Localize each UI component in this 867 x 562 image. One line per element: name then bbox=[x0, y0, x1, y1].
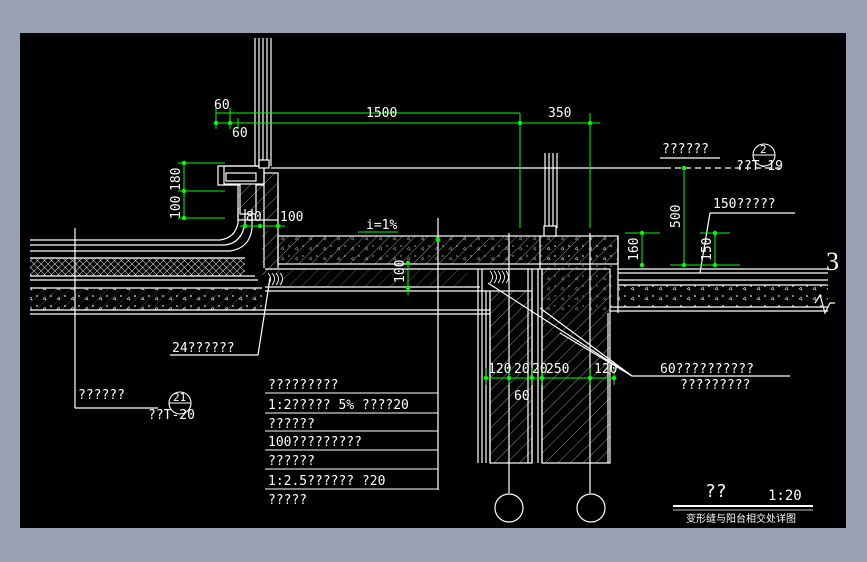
right-leader-line1: 60?????????? bbox=[660, 362, 754, 377]
label-150: 150????? bbox=[713, 197, 776, 212]
bottom-left-text: ?????? bbox=[78, 388, 125, 403]
structure bbox=[30, 38, 835, 523]
title-block: ?? 1:20 变形缝与阳台相交处详图 bbox=[673, 481, 813, 525]
layer-item: ????????? bbox=[268, 378, 338, 393]
dim-100-vertical: 100 bbox=[393, 260, 408, 283]
waterproof-arcs bbox=[267, 270, 509, 286]
dim-80: 80 bbox=[246, 210, 262, 225]
section-number: 3 bbox=[826, 247, 839, 276]
drawing-scale: 1:20 bbox=[768, 488, 802, 504]
left-insulation bbox=[30, 258, 245, 276]
layer-item: ?????? bbox=[268, 454, 315, 469]
drawing-title: ?? bbox=[705, 481, 727, 502]
layer-item: 100????????? bbox=[268, 435, 362, 450]
dim-180-left: 180 bbox=[169, 168, 184, 191]
dim-60-top: 60 bbox=[214, 98, 230, 113]
dim-150: 150 bbox=[700, 238, 715, 261]
dim-1500: 1500 bbox=[366, 106, 397, 121]
dim-20a: 20 bbox=[514, 362, 530, 377]
ref-number-top-right: 2 bbox=[760, 143, 767, 156]
drawing-subtitle: 变形缝与阳台相交处详图 bbox=[686, 512, 796, 525]
dim-250: 250 bbox=[546, 362, 569, 377]
dim-350: 350 bbox=[548, 106, 571, 121]
right-leader-line2: ????????? bbox=[680, 378, 750, 393]
ref-sheet-bottom-left: ??T-20 bbox=[148, 408, 195, 423]
axis-bubble-left bbox=[494, 493, 524, 523]
top-right-text: ?????? bbox=[662, 142, 709, 157]
axis-bubble-right bbox=[576, 493, 606, 523]
dim-500: 500 bbox=[669, 205, 684, 228]
drawing-canvas: 60 60 1500 350 100 180 80 100 i=1% 100 5… bbox=[20, 33, 846, 528]
dim-120a: 120 bbox=[488, 362, 511, 377]
dim-60-col: 60 bbox=[514, 389, 530, 404]
dim-100-horiz: 100 bbox=[280, 210, 303, 225]
layer-item: ?????? bbox=[268, 417, 315, 432]
layer-item: ????? bbox=[268, 493, 307, 508]
dimension-ticks bbox=[181, 120, 718, 381]
ref-sheet-top-right: ??T-19 bbox=[736, 159, 783, 174]
dim-20b: 20 bbox=[532, 362, 548, 377]
left-column bbox=[489, 290, 533, 464]
layer-list bbox=[265, 392, 438, 490]
cad-detail-drawing: 60 60 1500 350 100 180 80 100 i=1% 100 5… bbox=[30, 38, 839, 525]
dim-slope: i=1% bbox=[366, 218, 397, 233]
layer-item: 1:2????? 5% ????20 bbox=[268, 398, 409, 413]
dim-100-left: 100 bbox=[169, 196, 184, 219]
layer-item: 1:2.5?????? ?20 bbox=[268, 474, 385, 489]
dim-120b: 120 bbox=[594, 362, 617, 377]
dim-60-bottom: 60 bbox=[232, 126, 248, 141]
dim-160: 160 bbox=[627, 238, 642, 261]
ref-number-bottom-left: 21 bbox=[173, 391, 186, 404]
left-leader-label: 24?????? bbox=[172, 341, 235, 356]
